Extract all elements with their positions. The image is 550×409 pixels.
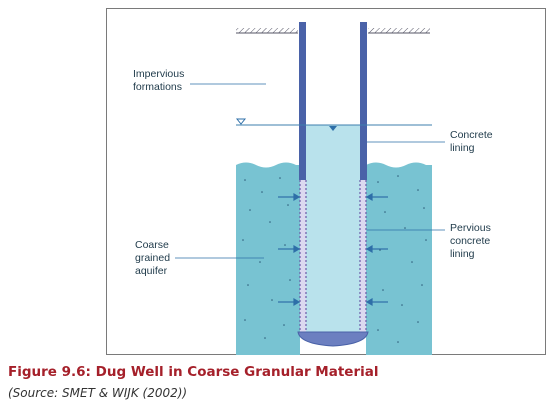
label-pervious-concrete-lining: Pervious concrete lining	[450, 222, 491, 260]
leader-lines	[175, 83, 445, 259]
inflow-arrows	[278, 192, 388, 307]
label-impervious-formations: Impervious formations	[133, 68, 185, 93]
aquifer-grain-dots	[242, 175, 427, 343]
figure-source: (Source: SMET & WIJK (2002))	[8, 386, 188, 400]
well-water	[306, 125, 360, 335]
aquifer-region-right	[366, 162, 432, 355]
label-coarse-grained-aquifer: Coarse grained aquifer	[135, 239, 171, 277]
water-table-symbol	[235, 118, 247, 125]
pervious-lining	[299, 180, 367, 332]
concrete-lining-left	[299, 22, 306, 180]
concrete-lining-right	[360, 22, 367, 180]
label-concrete-lining: Concrete lining	[450, 129, 493, 154]
figure-caption: Figure 9.6: Dug Well in Coarse Granular …	[8, 364, 379, 380]
ground-surface	[236, 28, 430, 34]
aquifer-region	[236, 162, 300, 355]
well-bottom	[297, 331, 369, 347]
well-water-level-marker	[329, 126, 337, 131]
